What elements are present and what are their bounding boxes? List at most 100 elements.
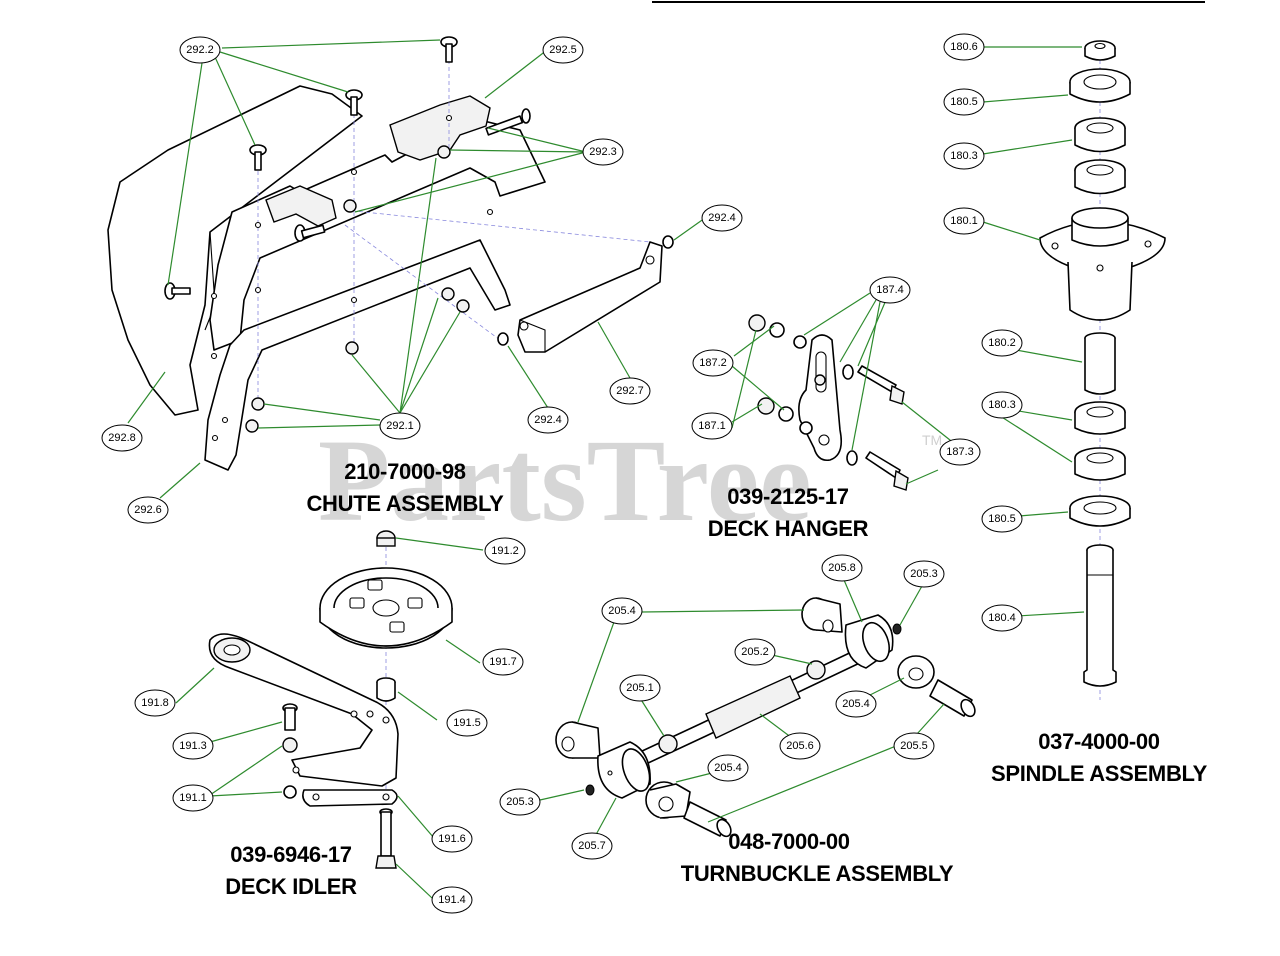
chute-assembly-drawing xyxy=(107,36,674,471)
callout-180-2[interactable]: 180.2 xyxy=(981,329,1023,357)
callout-292-4[interactable]: 292.4 xyxy=(527,406,569,434)
turnbuckle-pin-right xyxy=(929,679,976,718)
idler-bolt-small xyxy=(282,703,298,731)
turnbuckle-sleeve-bottom xyxy=(597,741,651,799)
chute-pin-left xyxy=(294,224,326,242)
spindle-shaft xyxy=(1083,544,1117,687)
svg-text:205.3: 205.3 xyxy=(910,568,938,580)
callout-292-5[interactable]: 292.5 xyxy=(542,36,584,64)
callout-205-4[interactable]: 205.4 xyxy=(601,597,643,625)
turnbuckle-bushing-b xyxy=(897,655,935,689)
turnbuckle-bushing-a xyxy=(801,597,843,633)
callout-205-7[interactable]: 205.7 xyxy=(571,832,613,860)
svg-text:205.7: 205.7 xyxy=(578,840,606,852)
callout-180-3[interactable]: 180.3 xyxy=(981,391,1023,419)
svg-text:292.4: 292.4 xyxy=(708,212,736,224)
hex-nut xyxy=(456,299,470,313)
callout-191-6[interactable]: 191.6 xyxy=(431,825,473,853)
carriage-bolt-mid xyxy=(345,89,363,116)
callout-205-4[interactable]: 205.4 xyxy=(835,690,877,718)
washer xyxy=(662,235,674,249)
svg-text:292.8: 292.8 xyxy=(108,432,136,444)
spindle-bearing-top-2 xyxy=(1074,159,1126,195)
svg-text:180.5: 180.5 xyxy=(950,96,978,108)
callout-292-6[interactable]: 292.6 xyxy=(127,496,169,524)
callout-191-7[interactable]: 191.7 xyxy=(482,648,524,676)
turnbuckle-drawing xyxy=(555,597,976,838)
svg-text:180.1: 180.1 xyxy=(950,215,978,227)
svg-text:292.3: 292.3 xyxy=(589,146,617,158)
deck-idler-drawing xyxy=(208,530,453,869)
svg-text:205.3: 205.3 xyxy=(506,796,534,808)
set-screw xyxy=(892,623,902,635)
hex-nut xyxy=(345,341,359,355)
svg-text:187.4: 187.4 xyxy=(876,284,904,296)
callout-205-4[interactable]: 205.4 xyxy=(707,754,749,782)
hex-nut xyxy=(748,314,766,332)
chute-leaders xyxy=(127,39,706,499)
callout-187-3[interactable]: 187.3 xyxy=(939,438,981,466)
callout-191-8[interactable]: 191.8 xyxy=(134,689,176,717)
callout-292-8[interactable]: 292.8 xyxy=(101,424,143,452)
turnbuckle-nut xyxy=(806,660,826,680)
hex-nut xyxy=(757,397,775,415)
svg-text:180.3: 180.3 xyxy=(950,150,978,162)
svg-text:191.7: 191.7 xyxy=(489,656,517,668)
turnbuckle-bushing-d xyxy=(645,781,691,819)
callout-205-8[interactable]: 205.8 xyxy=(821,554,863,582)
callout-191-1[interactable]: 191.1 xyxy=(172,784,214,812)
callout-292-3[interactable]: 292.3 xyxy=(582,138,624,166)
callout-205-5[interactable]: 205.5 xyxy=(893,732,935,760)
turnbuckle-nut xyxy=(658,734,678,754)
spindle-cap xyxy=(1084,40,1116,61)
spindle-assembly-drawing xyxy=(1039,40,1166,700)
callout-191-3[interactable]: 191.3 xyxy=(172,732,214,760)
idler-leaders xyxy=(175,537,484,899)
callout-205-3[interactable]: 205.3 xyxy=(903,560,945,588)
callout-191-4[interactable]: 191.4 xyxy=(431,886,473,914)
callout-205-3[interactable]: 205.3 xyxy=(499,788,541,816)
callout-205-6[interactable]: 205.6 xyxy=(779,732,821,760)
callout-191-2[interactable]: 191.2 xyxy=(484,537,526,565)
svg-text:205.1: 205.1 xyxy=(626,682,654,694)
svg-text:180.2: 180.2 xyxy=(988,337,1016,349)
callout-180-6[interactable]: 180.6 xyxy=(943,33,985,61)
callout-180-5[interactable]: 180.5 xyxy=(981,505,1023,533)
callout-205-2[interactable]: 205.2 xyxy=(734,638,776,666)
chute-rear-plate xyxy=(204,239,511,471)
svg-text:180.3: 180.3 xyxy=(988,399,1016,411)
callout-187-2[interactable]: 187.2 xyxy=(692,349,734,377)
callout-292-1[interactable]: 292.1 xyxy=(379,412,421,440)
callout-292-4[interactable]: 292.4 xyxy=(701,204,743,232)
washer xyxy=(778,406,794,422)
hex-nut xyxy=(245,419,259,433)
svg-text:180.4: 180.4 xyxy=(988,612,1016,624)
callout-187-1[interactable]: 187.1 xyxy=(691,412,733,440)
svg-text:205.2: 205.2 xyxy=(741,646,769,658)
callout-187-4[interactable]: 187.4 xyxy=(869,276,911,304)
callout-180-3[interactable]: 180.3 xyxy=(943,142,985,170)
washer xyxy=(799,421,813,435)
callout-191-5[interactable]: 191.5 xyxy=(446,709,488,737)
svg-text:180.5: 180.5 xyxy=(988,513,1016,525)
spindle-housing xyxy=(1039,207,1166,321)
callout-180-4[interactable]: 180.4 xyxy=(981,604,1023,632)
carriage-bolt-top xyxy=(440,36,458,63)
callout-292-2[interactable]: 292.2 xyxy=(179,36,221,64)
washer xyxy=(846,450,858,466)
turnbuckle-assembly-name: TURNBUCKLE ASSEMBLY xyxy=(681,861,954,886)
callout-292-7[interactable]: 292.7 xyxy=(609,377,651,405)
svg-text:292.6: 292.6 xyxy=(134,504,162,516)
spindle-bearing-top xyxy=(1074,117,1126,153)
washer xyxy=(497,332,509,346)
spindle-assembly-name: SPINDLE ASSEMBLY xyxy=(991,761,1208,786)
callout-180-1[interactable]: 180.1 xyxy=(943,207,985,235)
chute-side-bracket xyxy=(265,185,337,227)
washer xyxy=(283,785,297,799)
svg-text:205.8: 205.8 xyxy=(828,562,856,574)
callout-180-5[interactable]: 180.5 xyxy=(943,88,985,116)
hanger-bolt-upper xyxy=(857,365,905,405)
callout-205-1[interactable]: 205.1 xyxy=(619,674,661,702)
svg-text:205.5: 205.5 xyxy=(900,740,928,752)
idler-arm xyxy=(208,633,399,787)
